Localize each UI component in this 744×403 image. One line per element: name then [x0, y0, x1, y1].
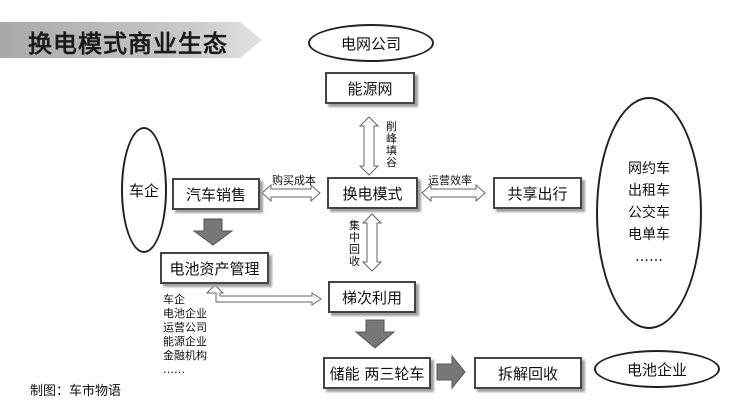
- page-title: 换电模式商业生态: [28, 30, 228, 58]
- cascade-to-storage-arrow: [354, 319, 396, 349]
- participant-item: 能源企业: [163, 335, 207, 348]
- shared-mobility-box: 共享出行: [493, 177, 582, 209]
- peak-shaving-label: 削 峰 填 谷: [386, 120, 397, 169]
- battery-company-ellipse: 电池企业: [594, 350, 720, 388]
- shared-vehicle-list: 网约车 出租车 公交车 电单车 ……: [596, 97, 702, 329]
- shared-list-item: 网约车: [628, 161, 670, 177]
- purchase-cost-label: 购买成本: [272, 174, 316, 187]
- participant-item: ……: [163, 363, 185, 376]
- asset-cascade-elbow-arrow: [205, 284, 322, 306]
- energy-network-box: 能源网: [325, 72, 415, 104]
- grid-company-ellipse: 电网公司: [308, 24, 434, 62]
- car-company-ellipse: 车企: [121, 127, 167, 253]
- purchase-cost-arrow: [261, 183, 321, 203]
- participant-item: 车企: [163, 293, 185, 306]
- storage-to-recycle-arrow: [436, 354, 466, 390]
- sales-to-asset-arrow: [192, 218, 234, 246]
- car-sales-box: 汽车销售: [172, 178, 260, 210]
- participant-item: 金融机构: [163, 349, 207, 362]
- shared-list-item: ……: [635, 249, 663, 265]
- centralized-recycle-label: 集 中 回 收: [349, 219, 360, 268]
- title-band: [0, 22, 262, 58]
- dismantle-recycle-box: 拆解回收: [474, 357, 582, 389]
- shared-list-item: 公交车: [628, 205, 670, 221]
- storage-tricycle-box: 储能 两三轮车: [323, 357, 431, 389]
- centralized-recycle-arrow: [361, 213, 383, 272]
- peak-shaving-arrow: [358, 116, 380, 176]
- participant-item: 运营公司: [163, 321, 207, 334]
- operation-efficiency-arrow: [421, 183, 486, 203]
- battery-asset-mgmt-box: 电池资产管理: [160, 252, 269, 284]
- participant-item: 电池企业: [163, 307, 207, 320]
- chart-credit: 制图：车市物语: [30, 384, 122, 399]
- shared-list-item: 出租车: [628, 183, 670, 199]
- operation-efficiency-label: 运营效率: [428, 174, 472, 187]
- shared-list-item: 电单车: [628, 227, 670, 243]
- cascade-use-box: 梯次利用: [328, 281, 416, 313]
- swap-mode-box: 换电模式: [327, 177, 418, 209]
- asset-participants-list: 车企 电池企业 运营公司 能源企业 金融机构 ……: [163, 293, 207, 377]
